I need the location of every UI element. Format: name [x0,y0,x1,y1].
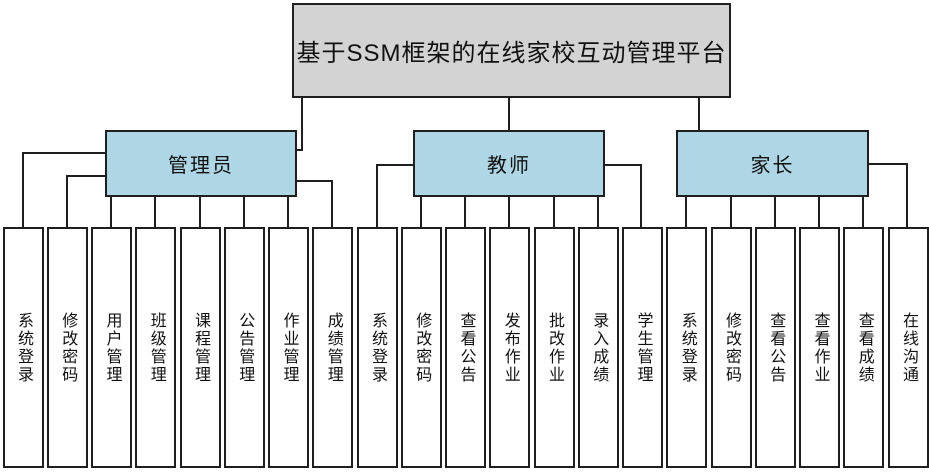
leaf-node-parent-view-notice: 查看公告 [754,227,796,468]
leaf-node-teacher-enter-grades: 录入成绩 [577,227,619,468]
connector-line [867,163,908,165]
leaf-node-teacher-view-notice: 查看公告 [445,227,486,468]
connector-line [862,197,865,227]
leaf-label: 用户管理 [103,311,121,384]
role-node-parent: 家长 [676,130,869,197]
connector-line [65,175,68,227]
root-node-label: 基于SSM框架的在线家校互动管理平台 [296,40,727,67]
leaf-node-admin-login: 系统登录 [2,227,44,468]
leaf-node-teacher-login: 系统登录 [356,227,398,468]
leaf-label: 发布作业 [501,311,519,384]
leaf-node-admin-notice-mgmt: 公告管理 [223,227,265,468]
leaf-label: 批改作业 [546,311,563,384]
leaf-node-teacher-correct-homework: 批改作业 [533,227,575,468]
connector-line [596,197,599,227]
role-parent-label: 家长 [750,155,795,177]
leaf-label: 查看作业 [811,311,829,384]
leaf-node-admin-homework-mgmt: 作业管理 [268,227,309,468]
leaf-label: 修改密码 [59,311,77,384]
connector-line [905,163,908,227]
leaf-node-teacher-student-mgmt: 学生管理 [622,227,663,468]
role-node-teacher: 教师 [413,130,605,197]
connector-line [154,197,157,227]
connector-line [508,98,510,131]
leaf-node-parent-online-chat: 在线沟通 [887,227,929,468]
connector-line [685,197,688,227]
leaf-node-admin-grade-mgmt: 成绩管理 [312,227,354,468]
leaf-node-admin-course-mgmt: 课程管理 [179,227,221,468]
leaf-label: 学生管理 [634,311,652,384]
connector-line [21,152,24,227]
leaf-node-parent-change-password: 修改密码 [710,227,752,468]
connector-line [65,175,106,177]
connector-line [198,197,201,227]
connector-line [818,197,820,227]
connector-line [464,197,466,227]
leaf-label: 在线沟通 [900,311,917,384]
connector-line [729,197,732,227]
leaf-label: 修改密码 [413,311,431,384]
leaf-label: 录入成绩 [590,311,608,384]
connector-line [287,197,289,227]
leaf-label: 班级管理 [147,311,165,384]
leaf-label: 查看公告 [767,311,785,384]
leaf-node-teacher-change-password: 修改密码 [400,227,442,468]
root-node: 基于SSM框架的在线家校互动管理平台 [292,3,731,98]
leaf-label: 课程管理 [192,311,209,384]
leaf-node-admin-user-mgmt: 用户管理 [91,227,132,468]
connector-line [698,98,700,131]
connector-line [603,164,642,166]
leaf-label: 作业管理 [280,311,298,384]
connector-line [375,164,415,166]
connector-line [21,152,106,154]
connector-line [640,164,642,227]
connector-line [295,180,334,182]
connector-line [242,197,245,227]
leaf-node-teacher-publish-homework: 发布作业 [489,227,531,468]
role-node-admin: 管理员 [105,130,297,197]
leaf-node-parent-login: 系统登录 [666,227,708,468]
leaf-node-parent-view-homework: 查看作业 [799,227,840,468]
leaf-label: 系统登录 [15,311,32,384]
connector-line [375,164,378,227]
connector-line [419,197,422,227]
connector-line [110,197,112,227]
leaf-label: 系统登录 [678,311,696,384]
leaf-label: 成绩管理 [324,311,342,384]
leaf-label: 查看成绩 [855,311,873,384]
leaf-node-admin-class-mgmt: 班级管理 [135,227,177,468]
role-teacher-label: 教师 [487,155,531,177]
connector-line [508,197,511,227]
leaf-label: 查看公告 [457,311,475,384]
connector-line [295,149,303,151]
connector-line [773,197,776,227]
connector-line [301,98,303,151]
connector-line [331,180,334,227]
leaf-label: 公告管理 [236,311,254,384]
leaf-label: 系统登录 [369,311,386,384]
leaf-node-parent-view-grades: 查看成绩 [843,227,885,468]
leaf-label: 修改密码 [723,311,740,384]
role-admin-label: 管理员 [168,155,234,177]
leaf-node-admin-change-password: 修改密码 [46,227,88,468]
connector-line [552,197,555,227]
